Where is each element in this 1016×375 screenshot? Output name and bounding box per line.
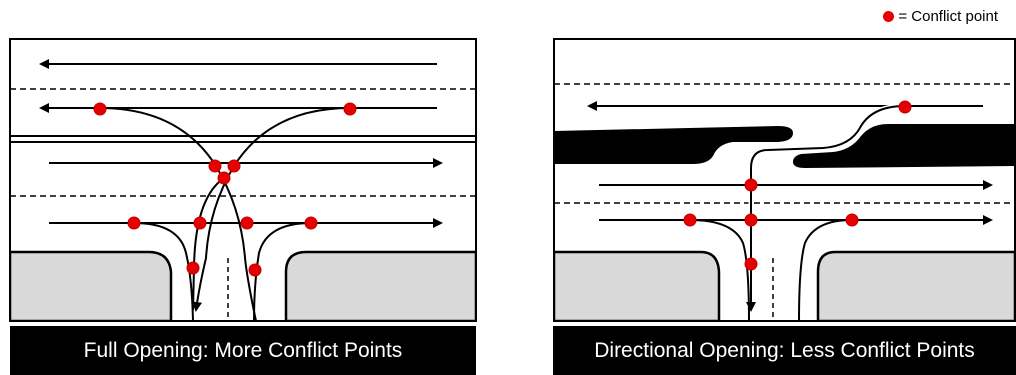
left-turn-in-path [99,107,257,322]
left-turn-in-path [746,105,906,312]
right-turn-out-path [253,222,312,322]
curb-left [9,250,173,322]
median-left [554,126,793,164]
directional-opening-diagram [553,38,1016,322]
curb-right [284,250,477,322]
conflict-point [845,213,859,227]
conflict-point [744,257,758,271]
curb-right [816,250,1016,322]
conflict-point [898,100,912,114]
conflict-point [208,159,222,173]
conflict-point [744,213,758,227]
legend: = Conflict point [883,6,998,26]
legend-label: = Conflict point [898,7,998,25]
conflict-point [304,216,318,230]
curb-left [553,250,721,322]
conflict-point [193,216,207,230]
conflict-point [248,263,262,277]
full-opening-diagram [9,38,477,322]
conflict-point [744,178,758,192]
conflict-point [217,171,231,185]
conflict-point [93,102,107,116]
conflict-point [240,216,254,230]
conflict-point [186,261,200,275]
right-turn-in-path [133,222,194,322]
conflict-point-legend-icon [883,10,895,22]
conflict-point [343,102,357,116]
conflict-point [127,216,141,230]
conflict-point [227,159,241,173]
caption-directional-opening: Directional Opening: Less Conflict Point… [553,326,1016,375]
conflict-point [683,213,697,227]
caption-full-opening: Full Opening: More Conflict Points [10,326,476,375]
median-right [793,124,1015,168]
right-turn-in-path [689,219,750,322]
left-turn-out-path [192,107,351,312]
right-turn-out-path [798,219,853,322]
